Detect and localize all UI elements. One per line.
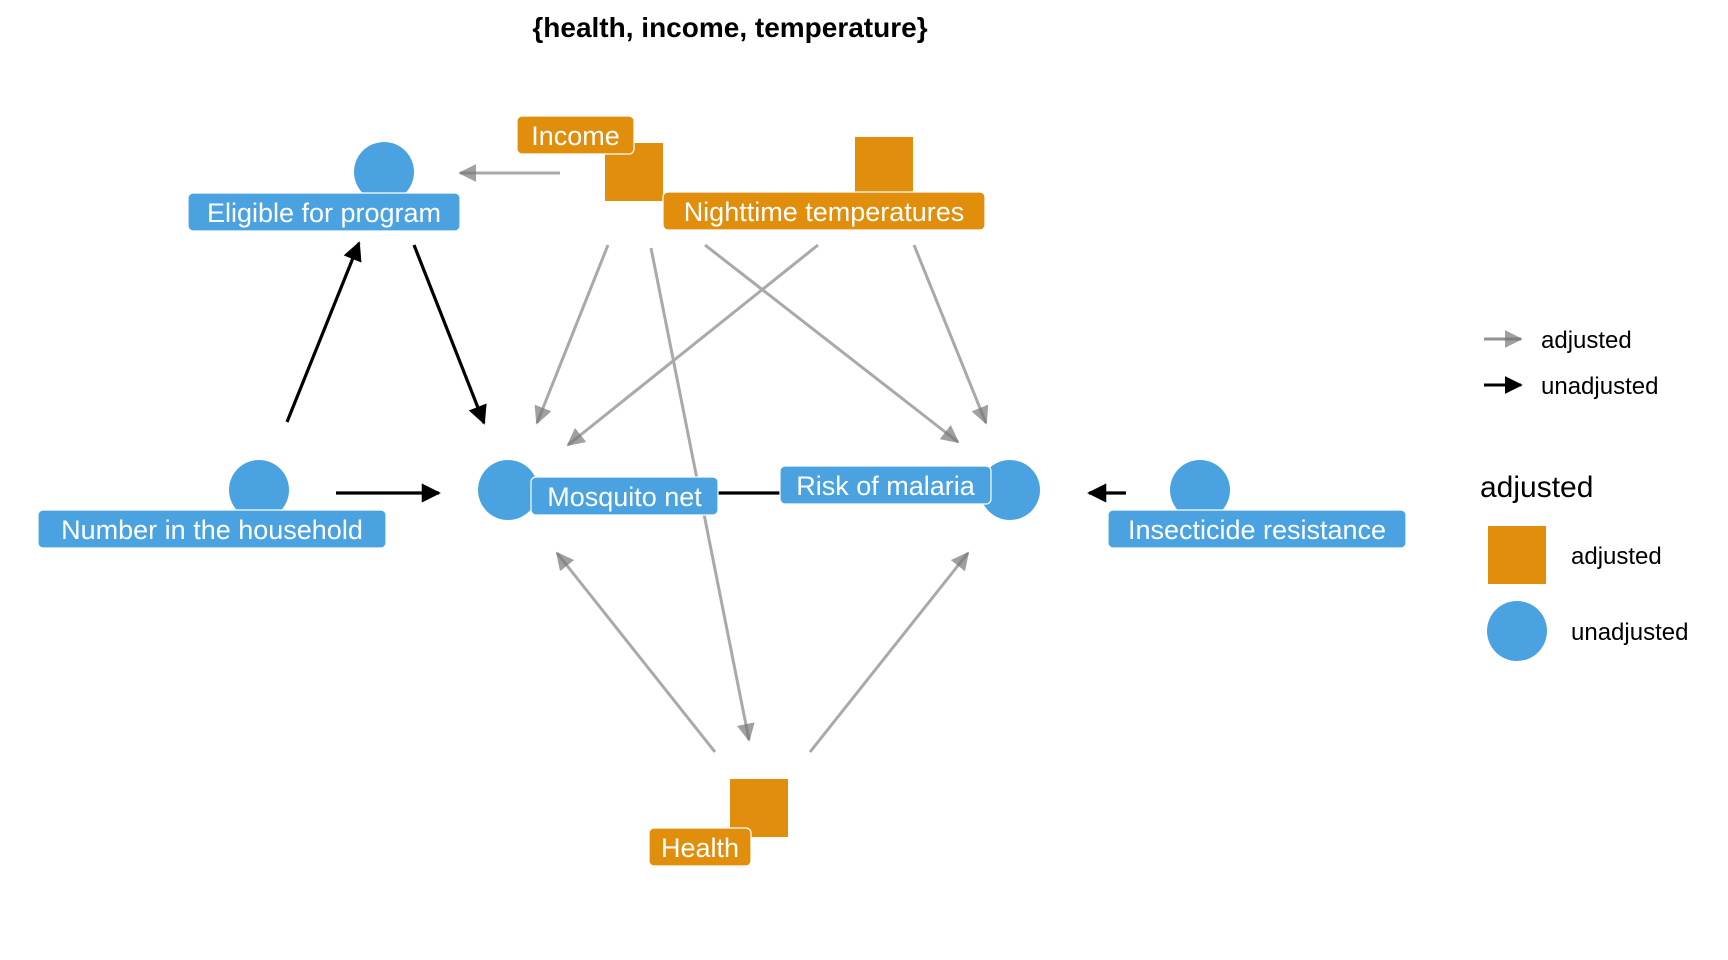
node-label-eligible: Eligible for program [187, 192, 461, 232]
edge-household-to-eligible [285, 241, 362, 423]
legend-edge-label: unadjusted [1541, 373, 1658, 400]
node-label-malaria: Risk of malaria [779, 465, 992, 505]
legend-edge-label: adjusted [1541, 327, 1632, 354]
node-label-health: Health [648, 827, 752, 867]
node-malaria [980, 460, 1040, 520]
node-label-box [187, 192, 461, 232]
legend-node-label: adjusted [1571, 543, 1662, 570]
node-label-text: Health [661, 833, 739, 863]
node-label-box [779, 465, 992, 505]
node-label-box [37, 509, 387, 549]
node-label-box [516, 115, 635, 155]
node-label-household: Number in the household [37, 509, 387, 549]
nodes-layer [229, 137, 1230, 837]
node-label-text: Mosquito net [547, 482, 702, 512]
edge-eligible-to-net [412, 244, 487, 425]
legend: adjusted unadjusted adjusted adjusted unadju… [1480, 327, 1688, 661]
legend-title: adjusted [1480, 471, 1593, 504]
edge-income-to-net [534, 244, 610, 425]
node-eligible [354, 142, 414, 202]
node-label-text: Number in the household [61, 515, 363, 545]
legend-circle-icon [1487, 601, 1547, 661]
node-label-insecticide: Insecticide resistance [1107, 509, 1407, 549]
legend-node-label: unadjusted [1571, 619, 1688, 646]
node-label-box [648, 827, 752, 867]
node-label-income: Income [516, 115, 635, 155]
edge-temp-to-net [566, 243, 819, 447]
edge-income-to-malaria [704, 243, 960, 444]
edge-health-to-net [555, 551, 717, 753]
node-insecticide [1170, 460, 1230, 520]
node-temp [855, 137, 913, 195]
node-label-temp: Nighttime temperatures [662, 191, 986, 231]
node-household [229, 460, 289, 520]
node-net [478, 460, 538, 520]
node-label-text: Risk of malaria [796, 471, 976, 501]
node-label-net: Mosquito net [530, 476, 719, 516]
node-label-text: Nighttime temperatures [684, 197, 965, 227]
edge-temp-to-malaria [912, 244, 989, 425]
legend-square-icon [1488, 526, 1546, 584]
node-label-box [530, 476, 719, 516]
node-health [730, 779, 788, 837]
node-label-text: Eligible for program [207, 198, 441, 228]
node-label-text: Income [531, 121, 620, 151]
diagram-title: {health, income, temperature} [532, 12, 928, 43]
node-label-text: Insecticide resistance [1128, 515, 1386, 545]
edge-health-to-malaria [808, 551, 970, 753]
node-label-box [1107, 509, 1407, 549]
node-label-box [662, 191, 986, 231]
